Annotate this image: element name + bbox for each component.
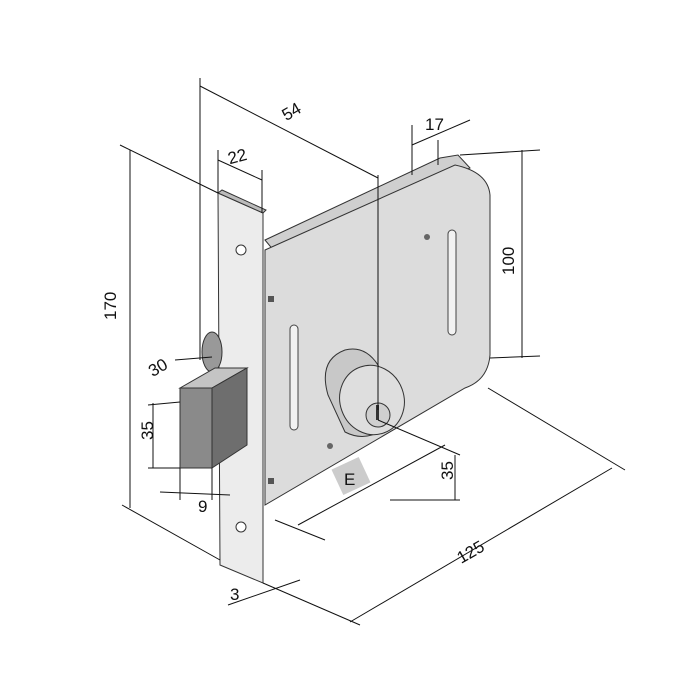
dim-125: 125 xyxy=(454,537,488,568)
dim-35-cylinder: 35 xyxy=(438,461,457,480)
dim-35-bolt: 35 xyxy=(138,421,157,440)
dim-170: 170 xyxy=(101,292,120,320)
backset-marker-box xyxy=(331,456,371,496)
case-tab xyxy=(268,478,274,484)
backset-marker-e: E xyxy=(344,470,355,489)
dim-54: 54 xyxy=(279,99,305,125)
faceplate-screw-hole xyxy=(235,244,247,256)
case-slot xyxy=(447,229,457,336)
dimension-lines xyxy=(119,78,626,626)
case-slot xyxy=(289,324,299,431)
dim-30: 30 xyxy=(145,355,171,381)
dim-100: 100 xyxy=(499,247,518,275)
case-screw xyxy=(424,234,430,240)
faceplate-screw-hole xyxy=(235,521,247,533)
case-tab xyxy=(268,296,274,302)
latch-hub xyxy=(201,331,223,373)
deadbolt xyxy=(178,367,249,469)
case-screw xyxy=(327,443,333,449)
dim-9: 9 xyxy=(198,497,207,516)
dim-17: 17 xyxy=(425,115,444,134)
faceplate-edge xyxy=(217,189,267,214)
dim-22: 22 xyxy=(226,145,249,168)
dim-3: 3 xyxy=(230,585,239,604)
